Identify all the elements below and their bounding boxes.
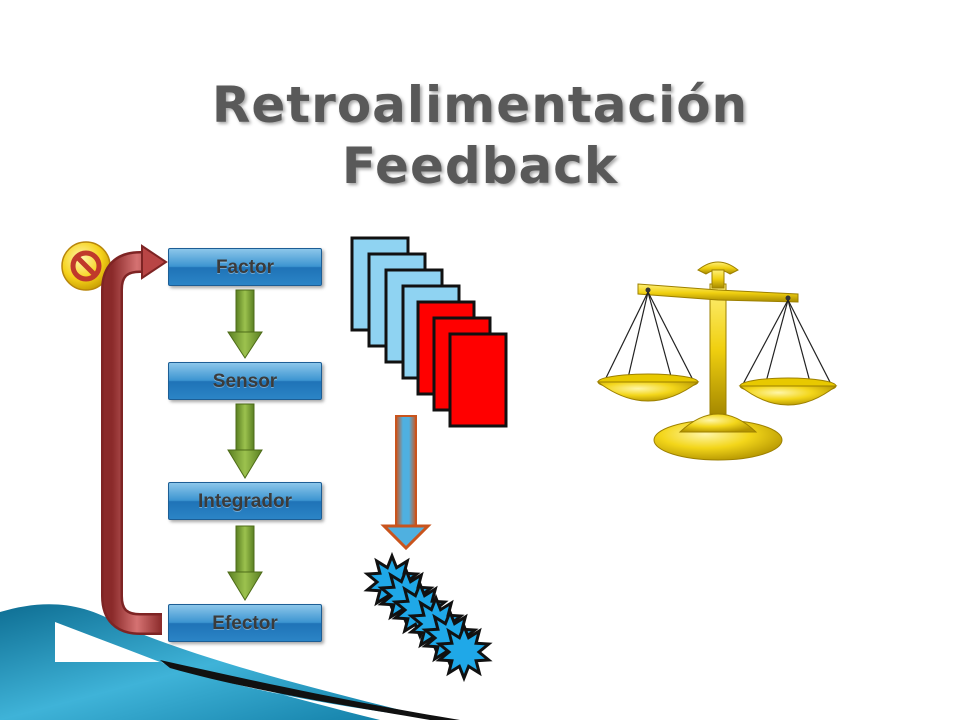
- arrow-integrador-to-efector: [227, 525, 263, 601]
- arrow-factor-to-sensor: [227, 289, 263, 359]
- title-line-2: Feedback: [341, 137, 619, 195]
- cards-to-burst-arrow: [380, 415, 432, 551]
- starburst-icon: [363, 551, 493, 683]
- arrow-sensor-to-integrador: [227, 403, 263, 479]
- title-line-1: Retroalimentación: [211, 76, 749, 134]
- feedback-loop-arrow: [101, 244, 168, 635]
- step-integrador: Integrador: [168, 482, 322, 520]
- no-symbol-icon: [61, 241, 111, 291]
- starburst-shape: [435, 621, 493, 683]
- step-efector: Efector: [168, 604, 322, 642]
- decorative-swoosh: [0, 604, 460, 720]
- step-factor: Factor: [168, 248, 322, 286]
- stacked-cards-icon: [350, 236, 508, 428]
- step-sensor: Sensor: [168, 362, 322, 400]
- balance-scale-icon: [596, 261, 838, 461]
